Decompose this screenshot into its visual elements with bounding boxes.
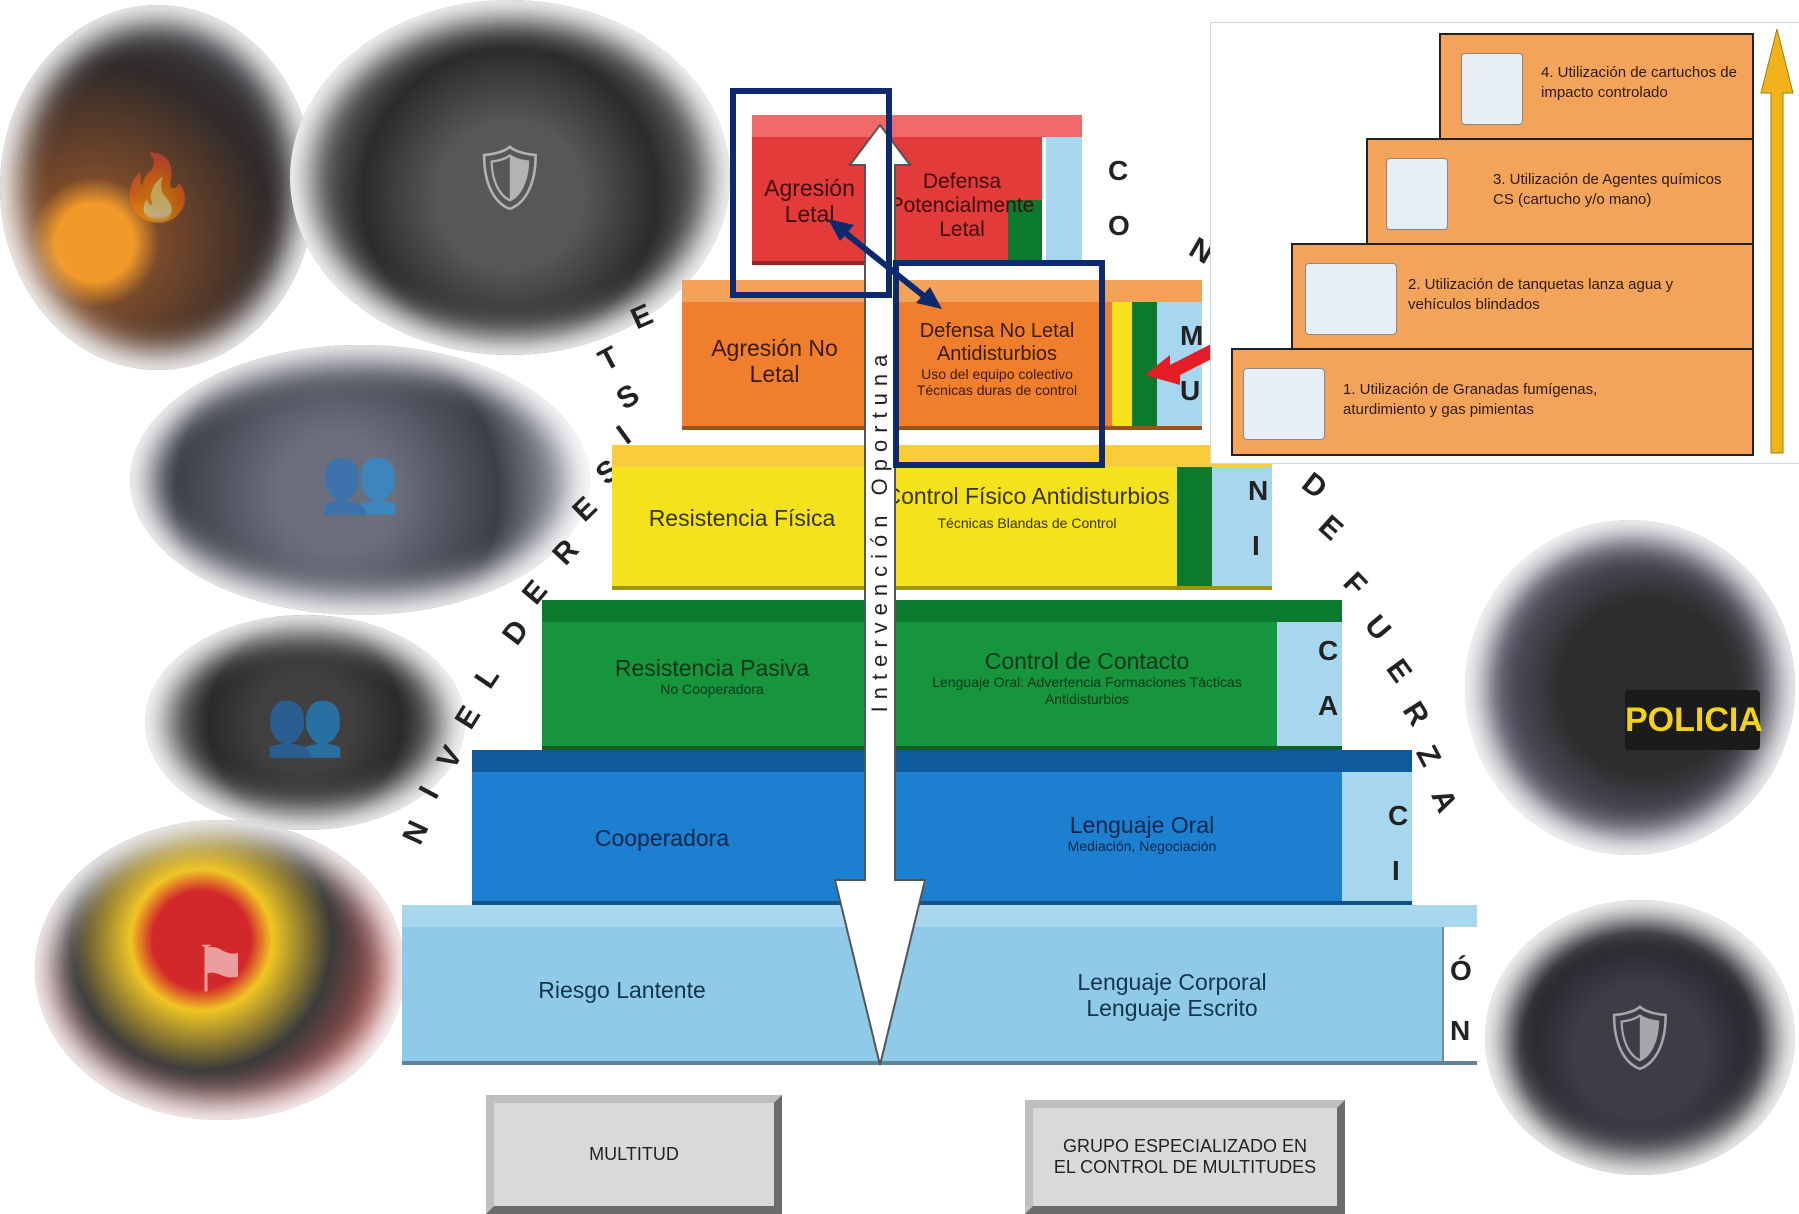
stair-step-1: 1. Utilización de Granadas fumígenas, at… (1231, 348, 1754, 456)
crowd-box: MULTITUD (486, 1095, 782, 1214)
tier-physical-left: Resistencia Física (648, 505, 836, 531)
tier-lethal-right: Defensa Potencialmente Letal (889, 170, 1035, 242)
intervention-arrow (833, 123, 927, 1066)
crowd-icon: 👥 (265, 686, 345, 758)
tier-passive-left: Resistencia Pasiva No Cooperadora (562, 655, 862, 698)
stair-step-4-text: 4. Utilización de cartuchos de impacto c… (1541, 64, 1737, 102)
pyramid-tier-latent: Riesgo Lantente Lenguaje Corporal Lengua… (402, 905, 1479, 1065)
crowd-icon: 👥 (320, 443, 400, 516)
escalation-arrow-icon (1760, 28, 1794, 454)
tier-nonlethal-right-title: Defensa No Letal Antidisturbios (919, 320, 1075, 365)
chemical-agent-icon (1386, 158, 1448, 230)
tier-passive-right-title: Control de Contacto (984, 648, 1190, 674)
tier-lethal-left: Agresión Letal (764, 175, 855, 228)
double-arrow-icon (828, 219, 942, 309)
cartridge-icon (1461, 53, 1523, 125)
tier-passive-right-sub: Lenguaje Oral: Advertencia Formaciones T… (932, 674, 1242, 707)
pyramid-tier-physical: Resistencia Física Control Físico Antidi… (612, 445, 1272, 590)
shield-icon: 🛡 (469, 141, 551, 213)
stair-step-2-text: 2. Utilización de tanquetas lanza agua y… (1408, 276, 1674, 314)
tier-latent-right: Lenguaje Corporal Lenguaje Escrito (1077, 969, 1267, 1022)
tier-latent-left: Riesgo Lantente (538, 977, 706, 1003)
pyramid-tier-cooperative: Cooperadora Lenguaje Oral Mediación, Neg… (472, 750, 1412, 905)
protest-photo-flags: ⚑ (35, 820, 405, 1120)
tier-passive-left-sub: No Cooperadora (660, 681, 764, 698)
protest-photo-crowd: 👥 (145, 615, 465, 830)
tier-passive-right: Control de Contacto Lenguaje Oral: Adver… (917, 648, 1257, 707)
tier-nonlethal-left: Agresión No Letal (711, 335, 838, 388)
comm-letter: I (1252, 530, 1260, 561)
protest-photo-riot-police: 👥 (130, 345, 590, 615)
tier-physical-right: Control Físico Antidisturbios Técnicas B… (882, 483, 1172, 532)
tier-cooperative-right: Lenguaje Oral Mediación, Negociación (972, 812, 1312, 855)
highlight-box-lethal (730, 88, 892, 298)
comm-letter: O (1108, 210, 1130, 241)
highlight-box-nonlethal (893, 260, 1105, 468)
tier-cooperative-right-title: Lenguaje Oral (1069, 812, 1215, 838)
shield-icon: 🛡 (1599, 1001, 1681, 1073)
tier-cooperative-right-sub: Mediación, Negociación (1067, 838, 1217, 855)
comm-letter: C (1108, 155, 1129, 186)
comm-letter: C (1318, 635, 1339, 666)
armored-vehicle-icon (1305, 263, 1397, 335)
comm-letter: N (1450, 1015, 1471, 1046)
police-van-photo: POLICIA (1465, 520, 1795, 855)
comm-letter: A (1318, 690, 1339, 721)
stair-step-4: 4. Utilización de cartuchos de impacto c… (1439, 33, 1754, 141)
comm-letter: I (1392, 855, 1400, 886)
intervention-label: Intervención Oportuna (867, 347, 892, 713)
tier-cooperative-left: Cooperadora (594, 825, 730, 851)
police-line-photo: 🛡 (1485, 900, 1795, 1175)
protest-photo-shield: 🛡 (290, 0, 730, 355)
comm-letter: U (1180, 375, 1201, 406)
flame-icon: 🔥 (117, 151, 198, 223)
stair-step-2: 2. Utilización de tanquetas lanza agua y… (1291, 243, 1754, 351)
tier-physical-right-sub: Técnicas Blandas de Control (937, 515, 1117, 532)
comm-letter: C (1388, 800, 1409, 831)
stair-step-1-text: 1. Utilización de Granadas fumígenas, at… (1343, 381, 1598, 419)
pyramid-tier-lethal: Agresión Letal Defensa Potencialmente Le… (752, 115, 1082, 265)
grenade-icon (1243, 368, 1325, 440)
comm-letter: Ó (1450, 955, 1472, 986)
comm-letter: M (1180, 320, 1204, 351)
police-label: POLICIA (1625, 690, 1763, 750)
tier-physical-right-title: Control Físico Antidisturbios (884, 483, 1170, 509)
flag-icon: ⚑ (191, 933, 249, 1006)
protest-photo-fire: 🔥 (0, 5, 315, 370)
escalation-staircase: 4. Utilización de cartuchos de impacto c… (1210, 22, 1799, 464)
stair-step-3-text: 3. Utilización de Agentes químicos CS (c… (1493, 171, 1722, 209)
pyramid-tier-nonlethal: Agresión No Letal Defensa No Letal Antid… (682, 280, 1202, 430)
tier-nonlethal-right: Defensa No Letal Antidisturbios Uso del … (897, 320, 1097, 398)
comm-letter: N (1248, 475, 1269, 506)
tier-passive-left-title: Resistencia Pasiva (614, 655, 810, 681)
tier-nonlethal-right-sub: Uso del equipo colectivo Técnicas duras … (916, 366, 1078, 399)
stair-step-3: 3. Utilización de Agentes químicos CS (c… (1366, 138, 1754, 246)
pyramid-tier-passive: Resistencia Pasiva No Cooperadora Contro… (542, 600, 1342, 750)
specialized-group-box: GRUPO ESPECIALIZADO EN EL CONTROL DE MUL… (1025, 1100, 1345, 1214)
